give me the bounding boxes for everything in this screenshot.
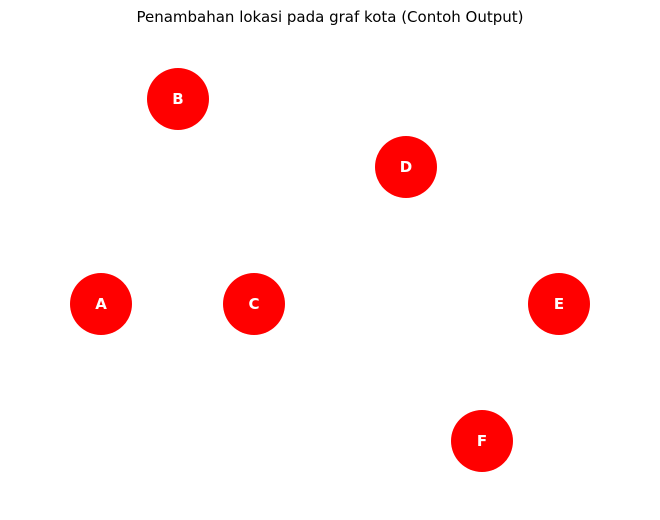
node-circle [147,68,209,130]
graph-node-a: A [70,273,132,335]
node-label: B [172,90,183,108]
node-label: A [95,295,107,313]
graph-node-b: B [147,68,209,130]
node-label: D [400,158,412,176]
node-circle [451,410,513,472]
node-circle [375,136,437,198]
graph-node-c: C [223,273,285,335]
node-label: E [554,295,564,313]
graph-node-e: E [528,273,590,335]
figure-title: Penambahan lokasi pada graf kota (Contoh… [136,8,524,26]
node-label: F [477,432,487,450]
graph-node-d: D [375,136,437,198]
node-circle [223,273,285,335]
node-circle [70,273,132,335]
graph-nodes: A B C D E F [70,68,590,472]
graph-node-f: F [451,410,513,472]
node-label: C [248,295,259,313]
node-circle [528,273,590,335]
